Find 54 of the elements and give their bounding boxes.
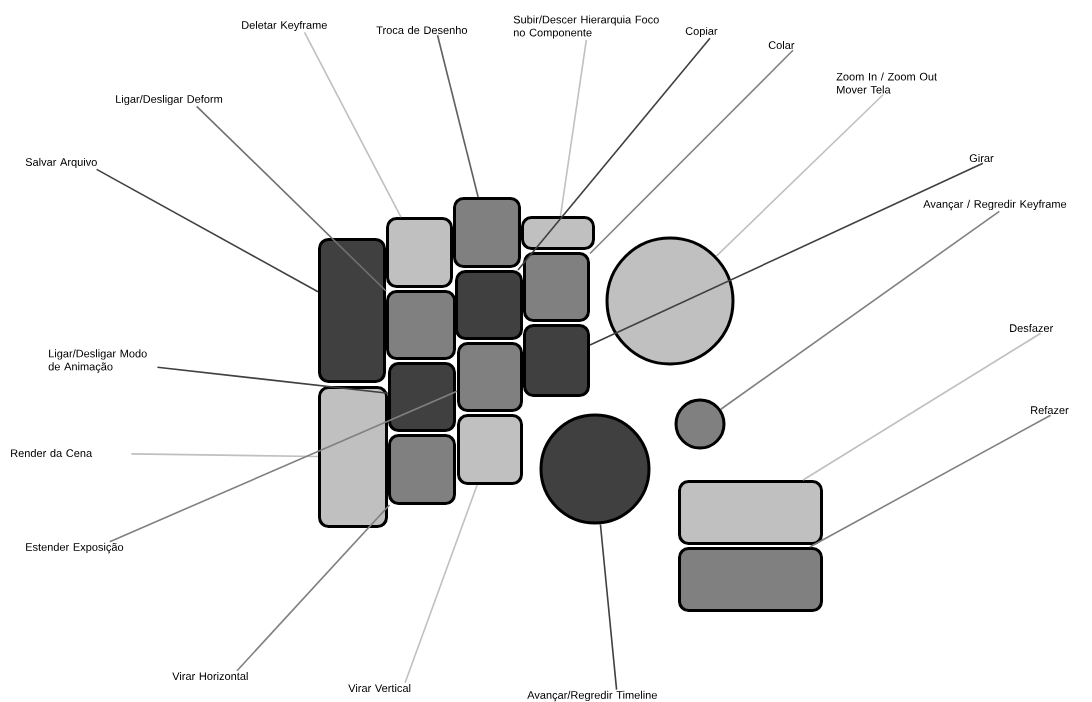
key-button xyxy=(678,547,823,612)
label-text: Avançar / Regredir Keyframe xyxy=(923,199,1067,211)
label-text: Copiar xyxy=(685,26,718,38)
label-text: Ligar/Desligar Modo de Animação xyxy=(48,349,147,373)
leader-line xyxy=(589,49,794,255)
label-text: Salvar Arquivo xyxy=(25,157,97,169)
leader-line xyxy=(156,366,389,394)
label-text: Virar Vertical xyxy=(348,683,411,693)
label-text: Avançar/Regredir Timeline xyxy=(527,690,657,702)
key-button xyxy=(386,290,456,360)
leader-line xyxy=(559,39,588,217)
label-text: Ligar/Desligar Deform xyxy=(116,94,223,106)
leader-line xyxy=(236,504,391,672)
leader-line xyxy=(130,453,319,458)
leader-line xyxy=(599,523,618,691)
key-button xyxy=(521,216,595,250)
round-button xyxy=(539,413,651,525)
key-button xyxy=(318,386,388,528)
key-button xyxy=(523,324,590,397)
leader-line xyxy=(809,414,1052,548)
leader-line xyxy=(95,168,319,293)
key-button xyxy=(523,252,590,322)
key-button xyxy=(388,434,456,505)
leader-line xyxy=(589,162,984,346)
label-text: Refazer xyxy=(1031,406,1069,415)
label-text: Subir/Descer Hierarquia Foco no Componente xyxy=(513,15,659,39)
key-button xyxy=(457,414,523,485)
label-text: Virar Horizontal xyxy=(172,671,248,681)
leader-line xyxy=(715,93,884,257)
label-text: Colar xyxy=(768,40,795,50)
label-text: Troca de Desenho xyxy=(376,25,467,35)
leader-line xyxy=(303,31,402,218)
leader-line xyxy=(436,34,479,198)
key-button xyxy=(386,217,453,288)
leader-line xyxy=(404,484,478,684)
key-button xyxy=(318,238,386,383)
key-button xyxy=(388,362,456,432)
round-button xyxy=(605,236,735,366)
key-button xyxy=(678,480,823,545)
round-button xyxy=(674,398,726,450)
leader-line xyxy=(109,390,458,543)
label-text: Girar xyxy=(969,153,994,163)
label-text: Zoom In / Zoom Out Mover Tela xyxy=(836,72,937,94)
label-text: Deletar Keyframe xyxy=(242,20,327,32)
leader-line xyxy=(517,37,711,271)
label-text: Desfazer xyxy=(1010,324,1054,333)
key-button xyxy=(453,197,521,268)
key-button xyxy=(457,342,523,412)
leader-line xyxy=(720,210,1001,411)
label-text: Render da Cena xyxy=(11,448,93,458)
label-text: Estender Exposição xyxy=(26,542,124,554)
leader-line xyxy=(802,332,1042,481)
leader-line xyxy=(195,105,387,292)
key-button xyxy=(455,270,523,340)
